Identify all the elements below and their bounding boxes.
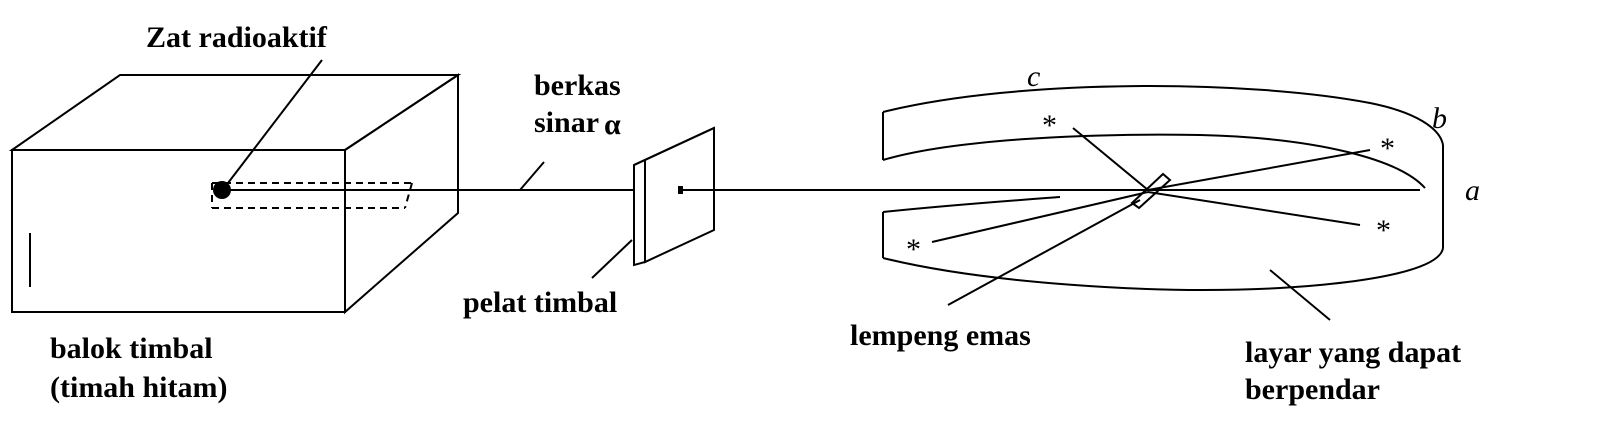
- lead-plate-top: [633, 127, 715, 166]
- label-point-b: b: [1432, 102, 1447, 135]
- lead-plate: [591, 126, 715, 279]
- trajectory-up-right: [1147, 149, 1371, 191]
- gold-foil-plate: [1130, 172, 1172, 210]
- label-layar-line1: layar yang dapat: [1245, 336, 1461, 369]
- screen-front-upper: [882, 196, 1061, 213]
- label-pelat-timbal: pelat timbal: [463, 286, 617, 319]
- gold-foil: [947, 172, 1172, 306]
- label-alpha-symbol: α: [604, 108, 621, 141]
- scintillation-star-c: *: [1042, 109, 1057, 142]
- source-channel: [211, 59, 413, 209]
- screen-rim-upper-back: [882, 85, 1444, 146]
- lead-block-side-face: [344, 73, 459, 315]
- lead-plate-hole: [678, 186, 683, 194]
- lead-block-front-face: [11, 149, 346, 313]
- channel-right-dash: [404, 182, 413, 209]
- lead-block-top-face: [8, 74, 462, 151]
- label-lempeng-emas: lempeng emas: [850, 319, 1031, 352]
- screen-inner-curve-back: [882, 133, 1426, 189]
- lead-plate-face: [644, 126, 715, 264]
- scintillation-star-b: *: [1380, 132, 1395, 165]
- trajectory-down-right: [1147, 191, 1361, 226]
- gold-foil-leader-line: [947, 199, 1141, 306]
- alpha-beam-leader-line: [519, 161, 545, 191]
- screen-rim-lower: [882, 247, 1444, 291]
- trajectory-down-left: [931, 191, 1149, 243]
- label-balok-line1: balok timbal: [50, 332, 213, 365]
- label-berkas: berkas: [534, 69, 621, 102]
- fluorescent-screen: [882, 85, 1444, 321]
- lead-plate-front: [633, 158, 646, 267]
- label-sinar: sinar: [534, 106, 599, 139]
- lead-plate-leader-line: [591, 239, 633, 279]
- label-balok-line2: (timah hitam): [50, 371, 227, 404]
- screen-leader-line: [1269, 269, 1331, 321]
- source-leader-line: [227, 59, 323, 184]
- scintillation-star-left-lower: *: [906, 233, 921, 266]
- label-point-c: c: [1027, 60, 1040, 93]
- label-zat-radioaktif: Zat radioaktif: [146, 21, 328, 54]
- trajectory-up-left: [1072, 127, 1149, 191]
- label-point-a: a: [1465, 174, 1480, 207]
- label-layar-line2: berpendar: [1245, 373, 1380, 406]
- scintillation-star-right-lower: *: [1376, 214, 1391, 247]
- scattered-trajectories: [931, 127, 1371, 243]
- lead-block: [8, 73, 462, 315]
